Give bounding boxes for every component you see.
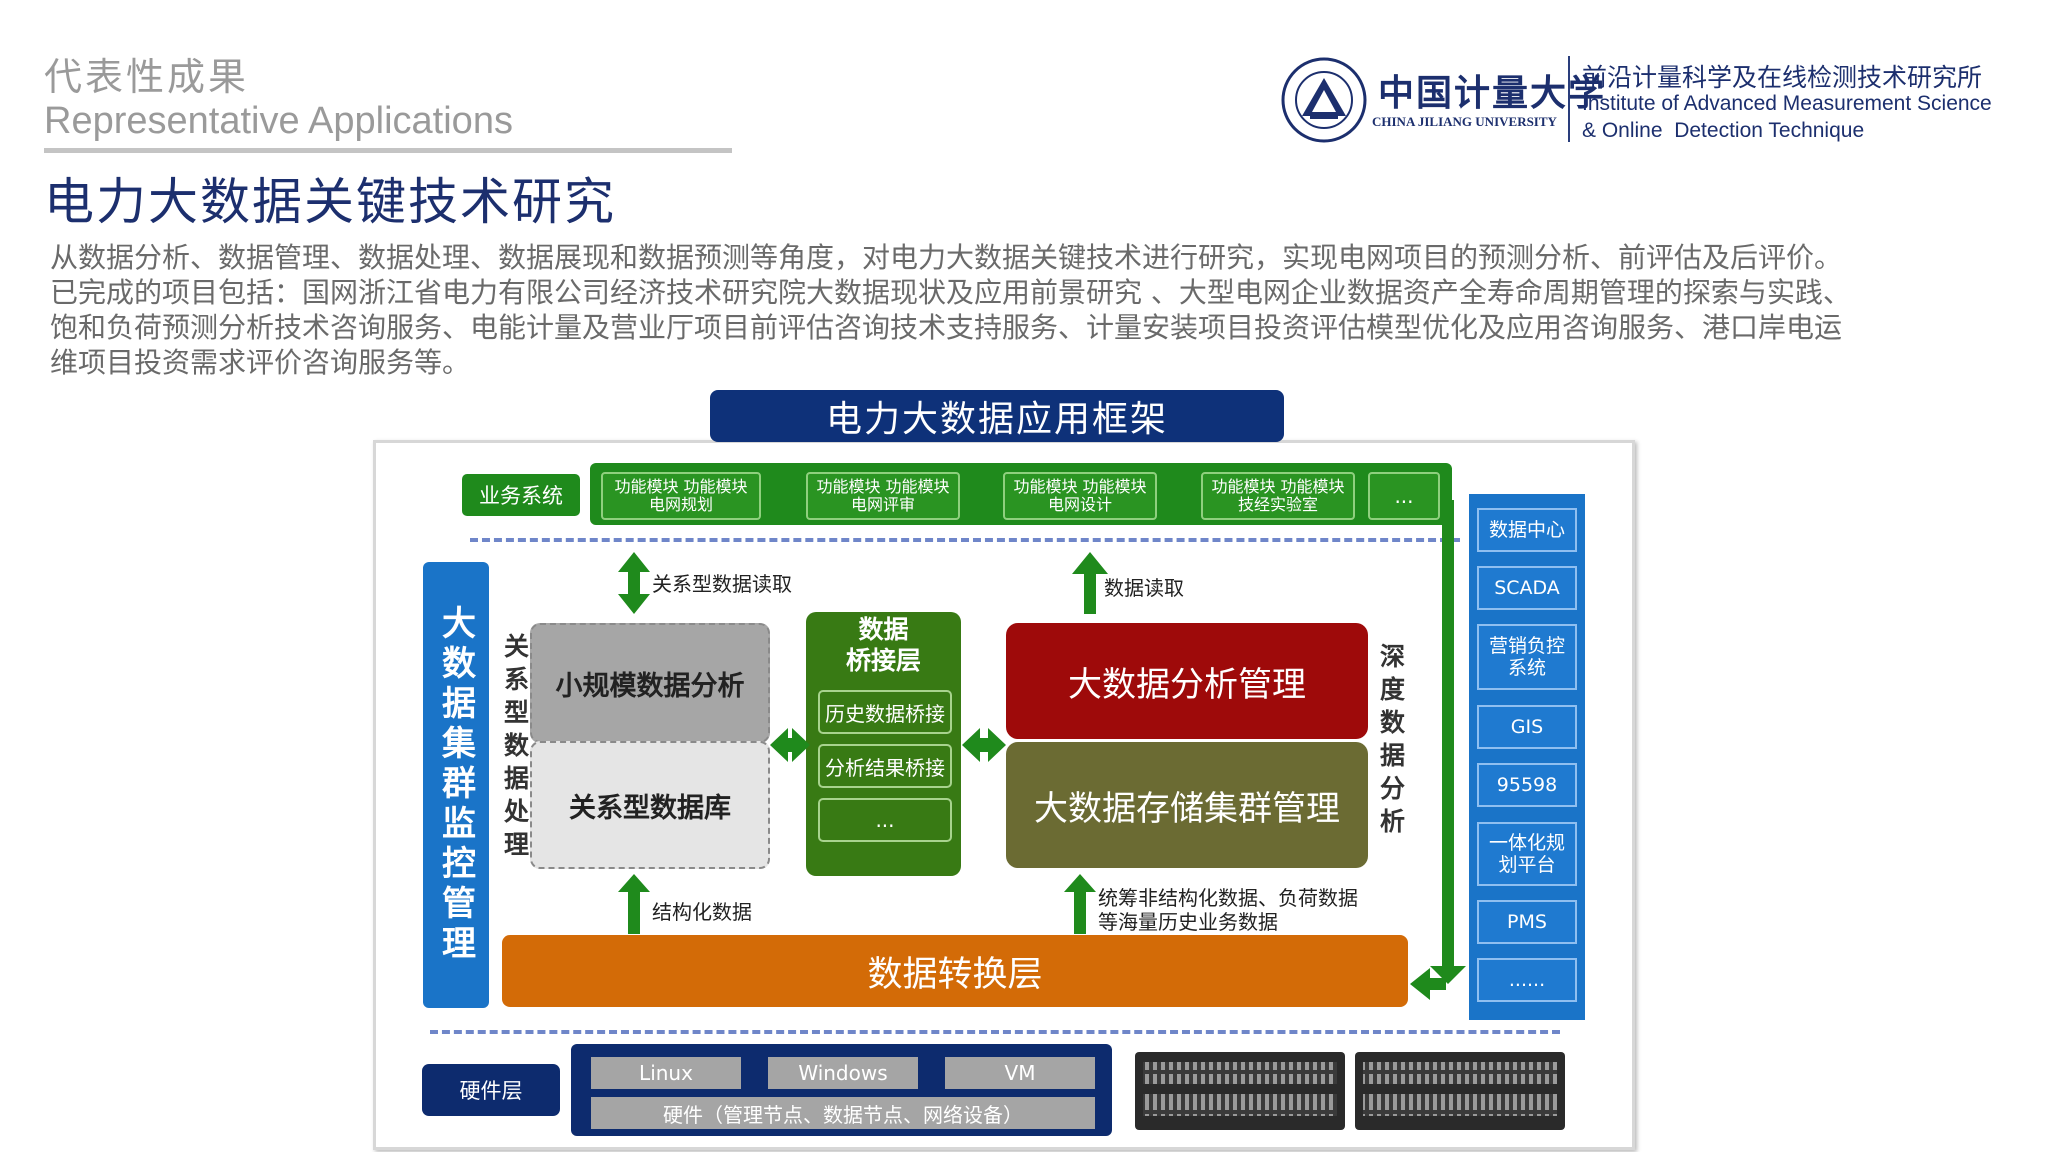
function-module: 功能模块 功能模块 电网规划 bbox=[601, 472, 761, 520]
paragraph-line: 从数据分析、数据管理、数据处理、数据展现和数据预测等角度，对电力大数据关键技术进… bbox=[50, 241, 1843, 274]
relational-database-box: 关系型数据库 bbox=[530, 741, 770, 869]
down-arrow-icon bbox=[1430, 500, 1466, 984]
hardware-layer-label: 硬件层 bbox=[422, 1064, 560, 1116]
module-label: 电网评审 bbox=[850, 495, 915, 514]
source-item: 95598 bbox=[1477, 763, 1577, 807]
diagram-title: 电力大数据应用框架 bbox=[710, 390, 1284, 442]
bridge-title-line: 桥接层 bbox=[845, 646, 921, 675]
bridge-title: 数据 桥接层 bbox=[806, 614, 961, 676]
module-label: 功能模块 功能模块 bbox=[614, 477, 748, 496]
institute-name-en: Institute of Advanced Measurement Scienc… bbox=[1582, 92, 1992, 115]
section-title-cn: 代表性成果 bbox=[44, 55, 250, 99]
source-item: 一体化规划平台 bbox=[1477, 822, 1577, 886]
page-title: 电力大数据关键技术研究 bbox=[44, 173, 616, 231]
module-label: 电网规划 bbox=[648, 495, 713, 514]
left-arrow-icon bbox=[1410, 968, 1446, 1000]
source-item: PMS bbox=[1477, 900, 1577, 944]
function-module: 功能模块 功能模块 电网评审 bbox=[806, 472, 960, 520]
source-item: 数据中心 bbox=[1477, 508, 1577, 552]
big-data-storage-box: 大数据存储集群管理 bbox=[1006, 742, 1368, 868]
bridge-item: 分析结果桥接 bbox=[818, 744, 952, 788]
logo-divider bbox=[1568, 56, 1570, 142]
layer-separator bbox=[430, 1030, 1560, 1034]
source-item: ...... bbox=[1477, 958, 1577, 1002]
hardware-item: VM bbox=[945, 1057, 1095, 1089]
bidirectional-arrow-icon bbox=[962, 728, 1006, 762]
header-divider bbox=[44, 148, 732, 153]
data-conversion-layer: 数据转换层 bbox=[502, 935, 1408, 1007]
university-name-en: CHINA JILIANG UNIVERSITY bbox=[1372, 114, 1557, 129]
function-module: 功能模块 功能模块 技经实验室 bbox=[1201, 472, 1355, 520]
function-module: 功能模块 功能模块 电网设计 bbox=[1003, 472, 1157, 520]
arrow-label: 等海量历史业务数据 bbox=[1098, 910, 1278, 934]
institute-name-cn: 前沿计量科学及在线检测技术研究所 bbox=[1582, 63, 1983, 92]
source-item: SCADA bbox=[1477, 566, 1577, 610]
hardware-item: Windows bbox=[768, 1057, 918, 1089]
hardware-detail: 硬件（管理节点、数据节点、网络设备） bbox=[591, 1097, 1095, 1129]
module-label: 功能模块 功能模块 bbox=[1211, 477, 1345, 496]
institute-name-en: & Online Detection Technique bbox=[1582, 119, 1865, 142]
module-label: 电网设计 bbox=[1047, 495, 1112, 514]
paragraph-line: 饱和负荷预测分析技术咨询服务、电能计量及营业厅项目前评估咨询技术支持服务、计量安… bbox=[50, 311, 1843, 344]
double-arrow-icon bbox=[618, 552, 650, 614]
module-label: 功能模块 功能模块 bbox=[1013, 477, 1147, 496]
bridge-item: 历史数据桥接 bbox=[818, 690, 952, 734]
big-data-analysis-box: 大数据分析管理 bbox=[1006, 623, 1368, 739]
up-arrow-icon bbox=[618, 874, 650, 934]
source-item: GIS bbox=[1477, 705, 1577, 749]
server-rack-icon bbox=[1135, 1052, 1565, 1130]
paragraph-line: 维项目投资需求评价咨询服务等。 bbox=[50, 346, 471, 379]
hardware-item: Linux bbox=[591, 1057, 741, 1089]
layer-separator bbox=[470, 538, 1460, 542]
deep-analysis-label: 深度数据分析 bbox=[1380, 642, 1406, 836]
bidirectional-arrow-icon bbox=[770, 728, 810, 762]
arrow-label: 数据读取 bbox=[1104, 576, 1184, 600]
module-label: 功能模块 功能模块 bbox=[816, 477, 950, 496]
function-module-more: ... bbox=[1368, 472, 1440, 520]
university-seal-icon bbox=[1281, 57, 1367, 143]
bridge-title-line: 数据 bbox=[858, 615, 909, 644]
up-arrow-icon bbox=[1072, 552, 1108, 614]
up-arrow-icon bbox=[1064, 874, 1096, 934]
arrow-label: 统筹非结构化数据、负荷数据 bbox=[1098, 886, 1358, 910]
arrow-label: 关系型数据读取 bbox=[652, 572, 792, 596]
arrow-label: 结构化数据 bbox=[652, 900, 752, 924]
relational-processing-label: 关系型数据处理 bbox=[504, 632, 530, 859]
module-label: 技经实验室 bbox=[1237, 495, 1318, 514]
small-scale-analysis-box: 小规模数据分析 bbox=[530, 623, 770, 743]
cluster-monitor-bar: 大数据集群监控管理 bbox=[423, 562, 489, 1008]
section-title-en: Representative Applications bbox=[44, 100, 513, 142]
paragraph-line: 已完成的项目包括：国网浙江省电力有限公司经济技术研究院大数据现状及应用前景研究 … bbox=[50, 276, 1851, 309]
business-system-label: 业务系统 bbox=[462, 474, 580, 516]
bridge-item: ... bbox=[818, 798, 952, 842]
source-item: 营销负控系统 bbox=[1477, 624, 1577, 690]
description-paragraph: 从数据分析、数据管理、数据处理、数据展现和数据预测等角度，对电力大数据关键技术进… bbox=[50, 240, 2010, 380]
university-name-cn: 中国计量大学 bbox=[1378, 72, 1607, 114]
